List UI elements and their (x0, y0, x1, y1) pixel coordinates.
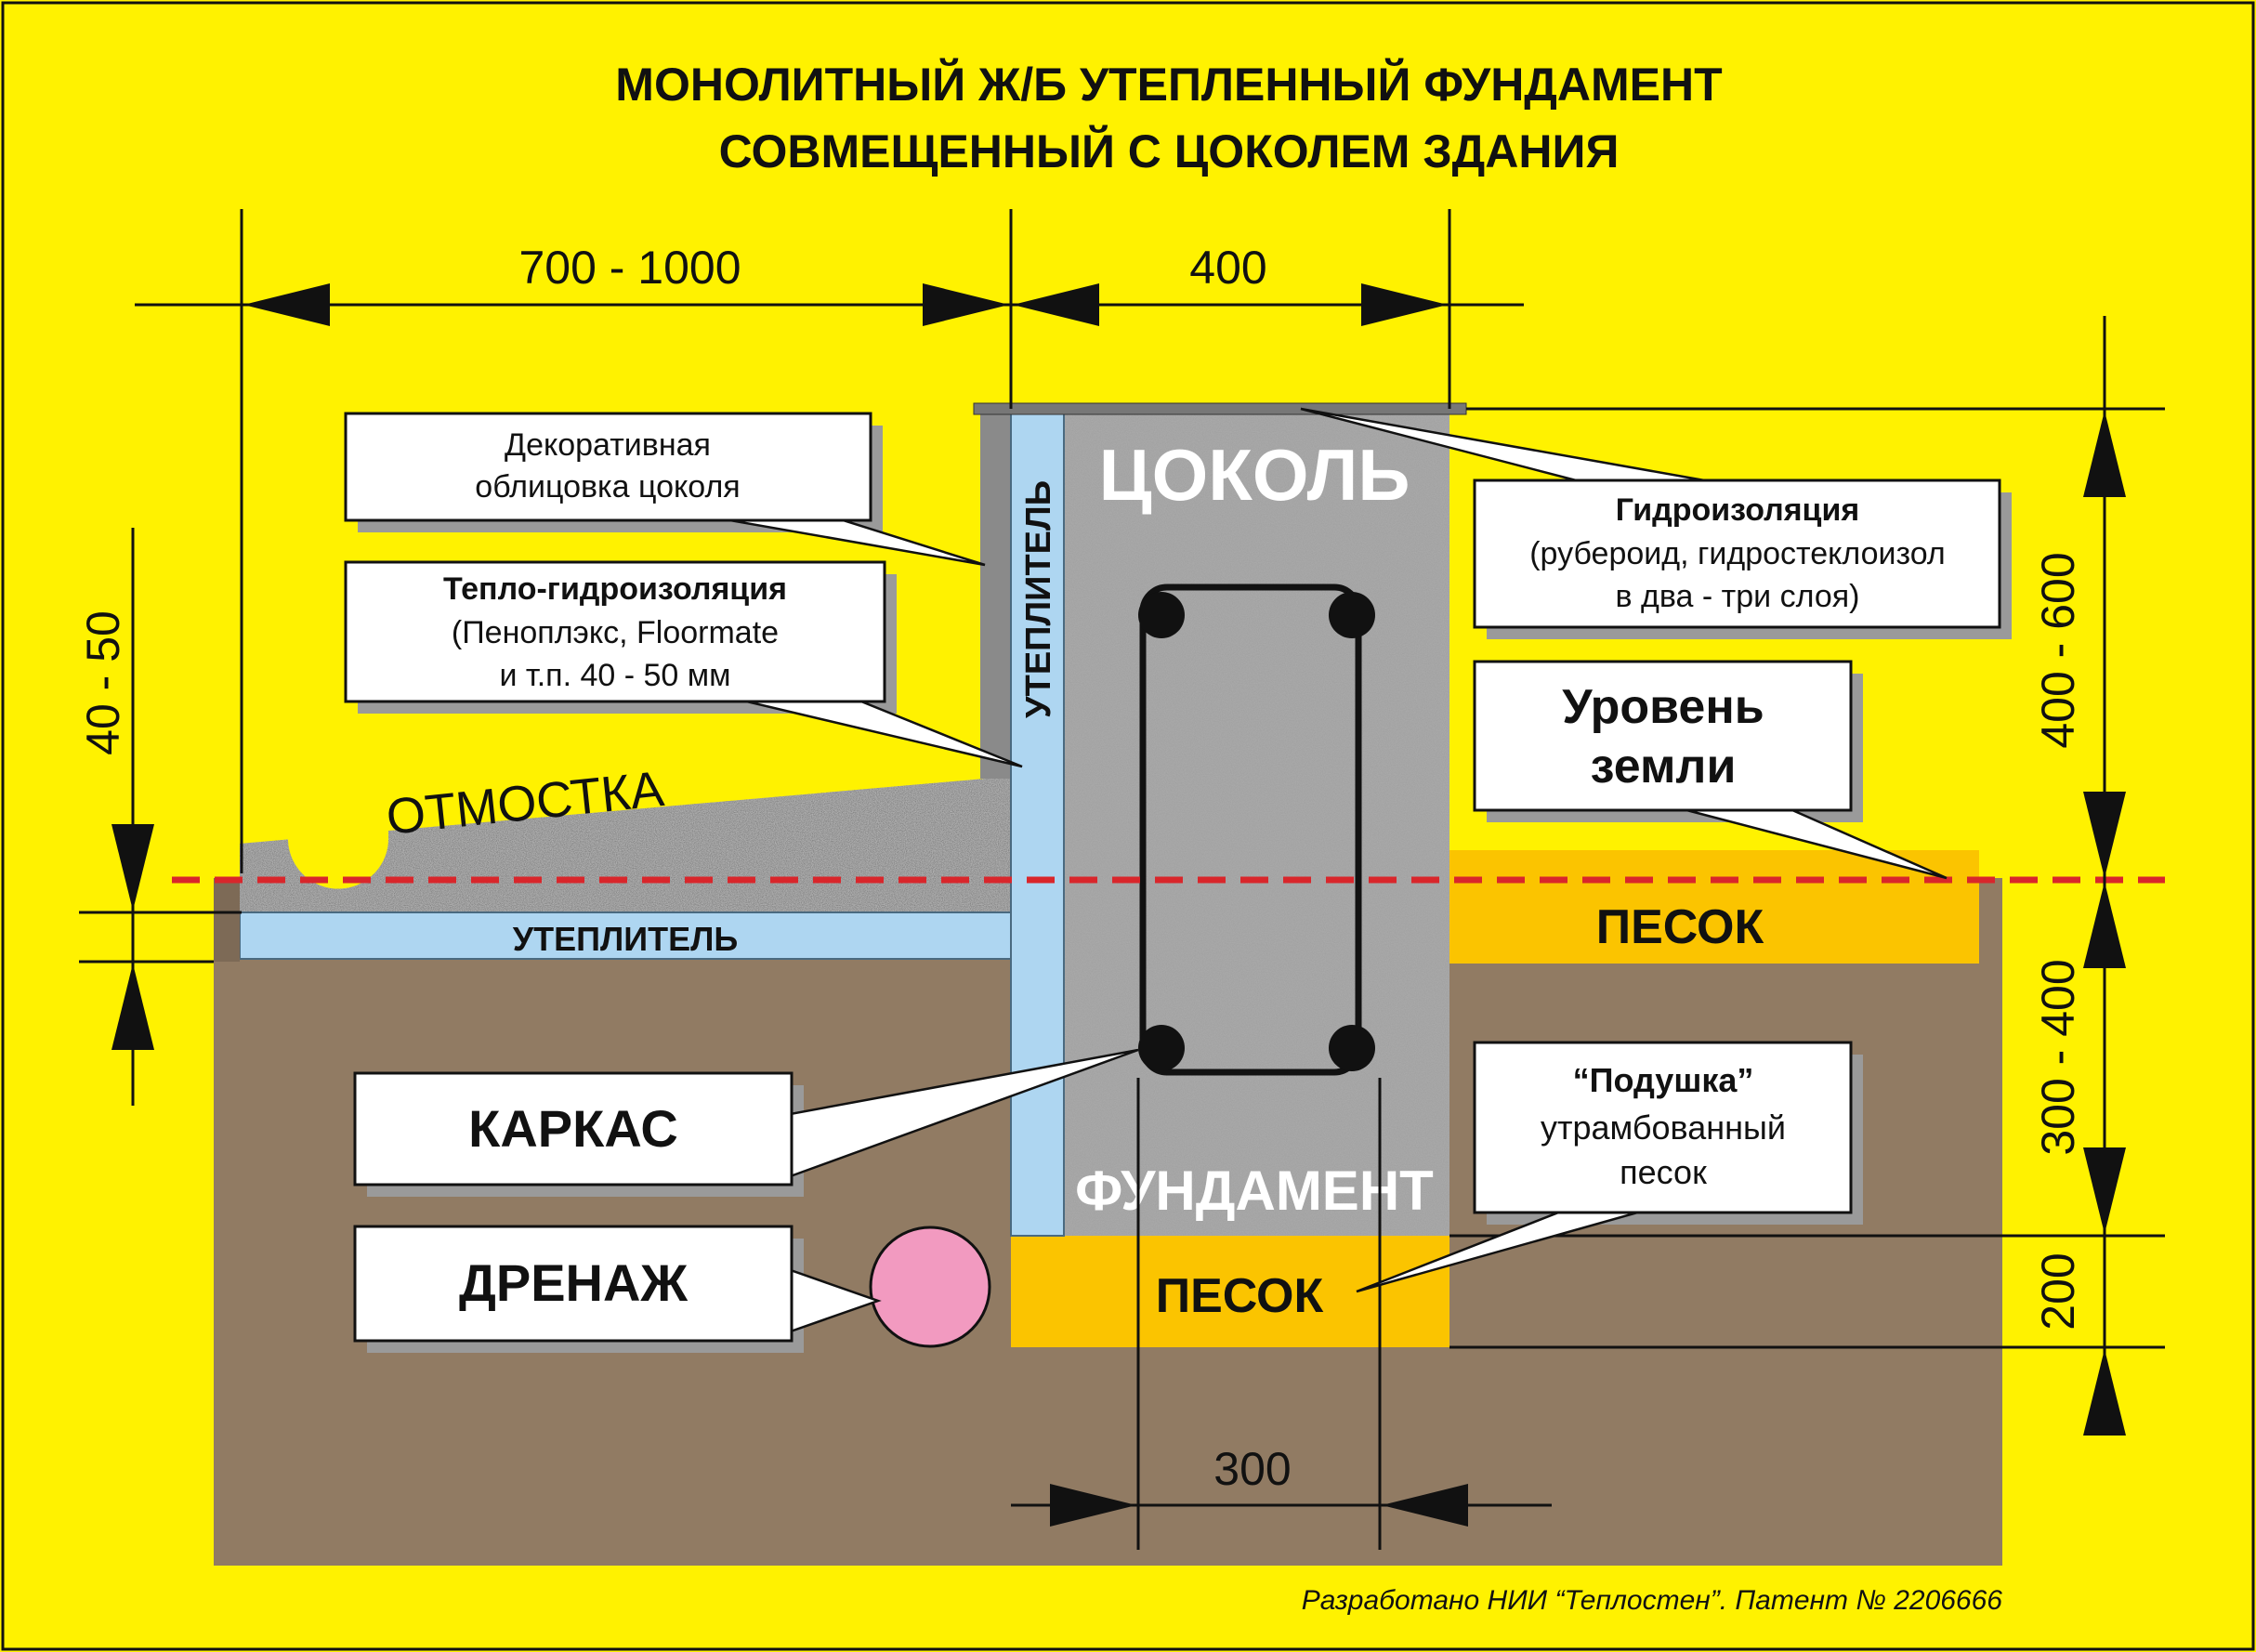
callout-drenazh (353, 1225, 794, 1343)
arrow-top-3 (1013, 283, 1099, 326)
arrow-left-2 (111, 964, 154, 1050)
dim-height-tsokol: 400 - 600 (2032, 552, 2084, 748)
callout-karkas-text: КАРКАС (468, 1099, 678, 1158)
label-insulation-vertical: УТЕПЛИТЕЛЬ (1019, 480, 1058, 718)
rebar-cage (1139, 583, 1362, 1076)
callout-decor-line2: облицовка цоколя (475, 469, 740, 505)
arrow-left-1 (111, 824, 154, 911)
callout-thermo-line2: (Пеноплэкс, Floormate (452, 615, 779, 650)
title-line-1: МОНОЛИТНЫЙ Ж/Б УТЕПЛЕННЫЙ ФУНДАМЕНТ (615, 58, 1722, 111)
callout-podushka-line3: песок (1620, 1153, 1707, 1191)
callout-podushka (1473, 1041, 1853, 1214)
rebar-bottom-left (1138, 1025, 1185, 1071)
callout-hydro-line2: (рубероид, гидростеклоизол (1529, 536, 1946, 571)
concrete-foundation (1064, 413, 1449, 1236)
sand-bottom (1011, 1236, 1449, 1347)
hydro-isolation-top (973, 402, 1467, 415)
sand-right (1449, 850, 1979, 964)
arrow-right-1 (2083, 411, 2126, 497)
insulation-horizontal (239, 911, 1012, 960)
dim-height-sand: 200 (2032, 1252, 2084, 1330)
arrow-bottom-1 (1050, 1484, 1136, 1527)
arrow-right-3 (2083, 882, 2126, 968)
otmostka-groove (288, 808, 389, 889)
label-insulation-horizontal: УТЕПЛИТЕЛЬ (513, 920, 739, 958)
callout-podushka-line2: утрамбованный (1541, 1108, 1786, 1147)
callout-podushka-line1: “Подушка” (1573, 1061, 1754, 1099)
callout-drenazh-text: ДРЕНАЖ (459, 1253, 688, 1312)
title-line-2: СОВМЕЩЕННЫЙ С ЦОКОЛЕМ ЗДАНИЯ (719, 125, 1620, 177)
insulation-edge (214, 878, 240, 962)
callout-ground-line2: земли (1591, 740, 1737, 793)
arrow-top-4 (1361, 283, 1448, 326)
dim-width-bottom: 300 (1213, 1443, 1291, 1495)
callout-thermo (344, 560, 886, 703)
callout-karkas (353, 1071, 794, 1187)
callout-decor-line1: Декоративная (505, 427, 711, 463)
dim-height-otmostka: 40 - 50 (77, 610, 129, 755)
callout-decor (344, 412, 872, 522)
rebar-top-right (1329, 592, 1375, 638)
callout-hydro (1473, 479, 2001, 629)
rebar-top-left (1138, 592, 1185, 638)
label-fundament: ФУНДАМЕНТ (1075, 1160, 1434, 1222)
rebar-bottom-right (1329, 1025, 1375, 1071)
callout-ground (1473, 660, 1853, 812)
callout-hydro-line3: в два - три слоя) (1616, 579, 1860, 614)
arrow-top-1 (243, 283, 330, 326)
label-sand-right: ПЕСОК (1596, 900, 1764, 954)
dim-height-foundation: 300 - 400 (2032, 959, 2084, 1155)
dim-width-otmostka: 700 - 1000 (518, 242, 741, 294)
footer-credit: Разработано НИИ “Теплостен”. Патент № 22… (1302, 1585, 2003, 1616)
callout-hydro-line1: Гидроизоляция (1616, 492, 1859, 528)
arrow-bottom-2 (1382, 1484, 1468, 1527)
callout-ground-line1: Уровень (1562, 680, 1764, 734)
arrow-right-4 (2083, 1147, 2126, 1234)
callout-thermo-line1: Тепло-гидроизоляция (443, 571, 787, 607)
label-tsokol: ЦОКОЛЬ (1099, 434, 1410, 516)
arrow-right-5 (2083, 1349, 2126, 1436)
arrow-top-2 (923, 283, 1009, 326)
decorative-cladding (980, 409, 1011, 779)
arrow-right-2 (2083, 792, 2126, 878)
dim-width-tsokol: 400 (1189, 242, 1266, 294)
callout-thermo-line3: и т.п. 40 - 50 мм (499, 658, 730, 693)
label-sand-bottom: ПЕСОК (1156, 1269, 1324, 1323)
drain-pipe (869, 1226, 991, 1348)
